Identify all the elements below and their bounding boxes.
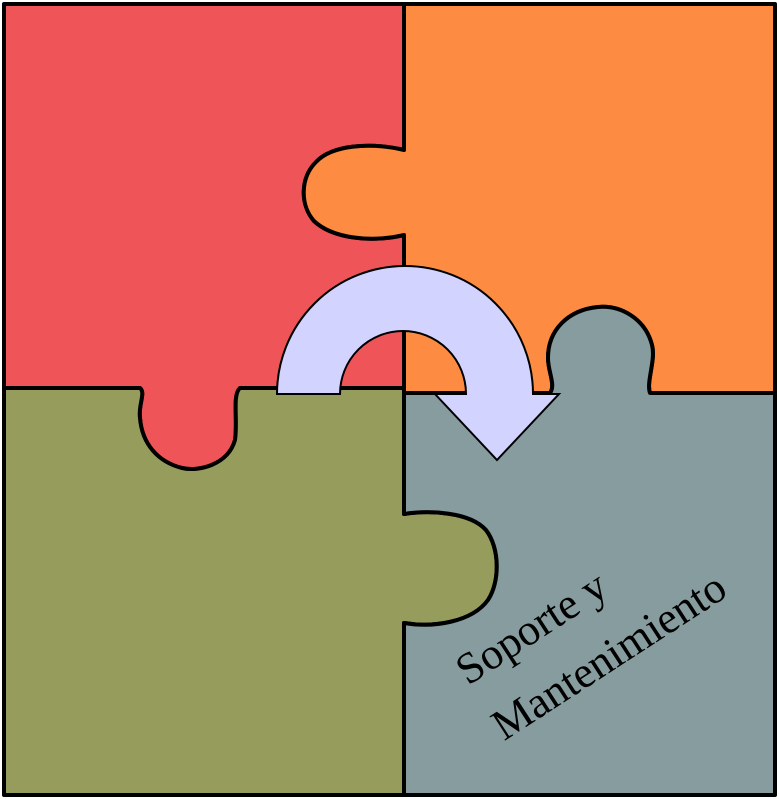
puzzle-diagram: Soporte y Mantenimiento (0, 0, 779, 799)
puzzle-canvas: Soporte y Mantenimiento (0, 0, 779, 799)
